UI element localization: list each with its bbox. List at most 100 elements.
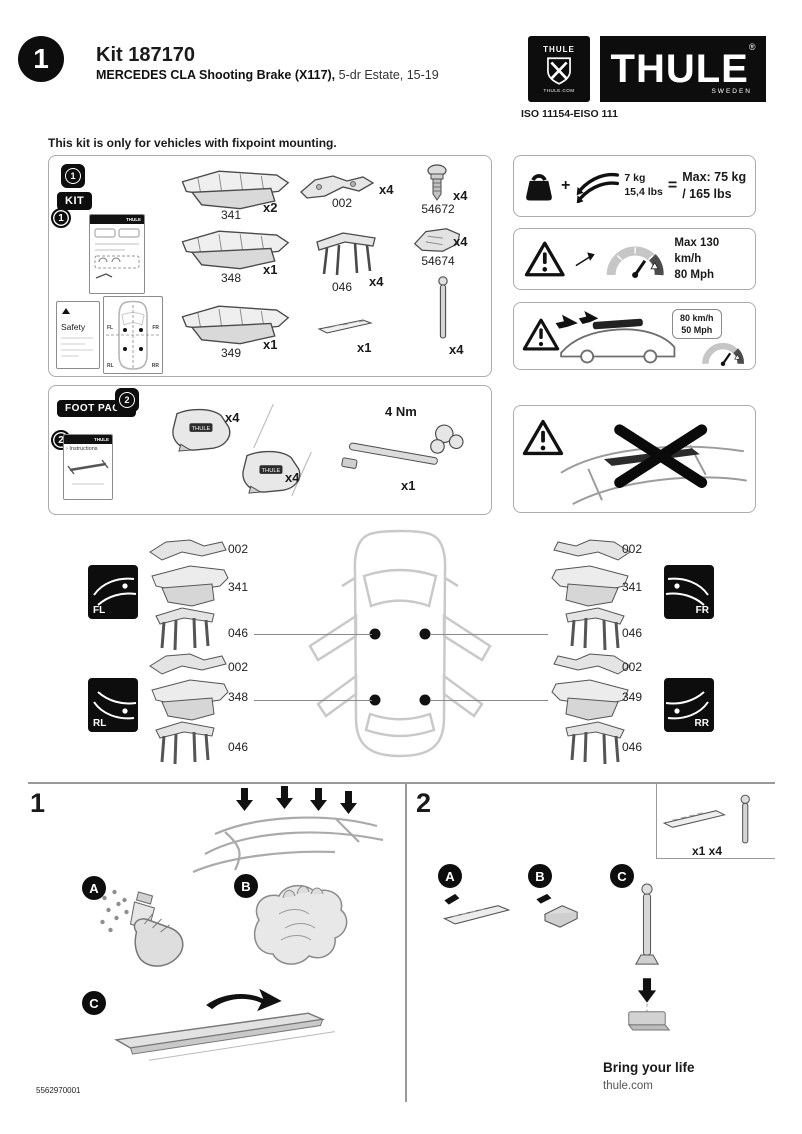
brand-tagline: Bring your life <box>603 1060 695 1075</box>
part-54674-qty: x4 <box>453 234 468 249</box>
registered-mark: ® <box>748 42 756 52</box>
step1-cloth-wipe-illustration <box>253 884 348 965</box>
instructions-card-brand: THULE <box>64 435 112 444</box>
thule-warranty-badge: THULE THULE.COM <box>528 36 590 102</box>
footpack-foot-b-illustration: THULE <box>242 450 301 494</box>
fl-part-bottom: 046 <box>228 626 249 640</box>
offroad-speed-warning-box: 80 km/h 50 Mph <box>513 302 756 370</box>
step-1-number: 1 <box>30 788 46 818</box>
step2-clip-illustration <box>536 893 579 928</box>
kit-manual-card-content <box>94 228 140 279</box>
load-bars-icon <box>577 172 620 203</box>
step1-label-a: A <box>82 876 106 900</box>
equals-sign: = <box>667 177 678 194</box>
part-349-label: 349 <box>220 346 242 360</box>
thule-logo-country: SWEDEN <box>711 88 752 95</box>
instructions-card: THULE › Instructions <box>63 434 113 500</box>
divider-sub-vertical <box>656 782 657 858</box>
max-speed-line1: Max 130 km/h <box>674 236 720 265</box>
instructions-card-drawing <box>67 459 109 485</box>
car-corner-icon <box>93 691 137 720</box>
brand-website: thule.com <box>603 1080 653 1092</box>
thule-logo-text: THULE <box>610 47 749 91</box>
foot-pack-box: FOOT PACK 2 2 THULE › Instructions THULE… <box>48 385 492 515</box>
fixpoint-notice: This kit is only for vehicles with fixpo… <box>48 136 337 150</box>
warranty-shield-icon <box>547 57 571 85</box>
divider-diagonal <box>253 403 274 449</box>
mini-label-fl: FL <box>107 325 114 331</box>
kit-title: Kit 187170 <box>96 44 195 66</box>
part-54672-label: 54672 <box>421 202 455 216</box>
car-corner-icon <box>665 691 709 720</box>
safety-card: Safety <box>56 301 100 369</box>
rr-part-top: 002 <box>622 660 643 674</box>
stack-rl-illustration <box>149 653 229 765</box>
part-341-illustration <box>181 170 290 210</box>
offroad-speed-tag: 80 km/h 50 Mph <box>672 309 722 340</box>
torque-key-illustration <box>341 424 464 469</box>
step2-label-c: C <box>610 864 634 888</box>
car-corner-icon <box>93 577 137 606</box>
mini-label-fr: FR <box>152 325 159 331</box>
mini-label-rr: RR <box>151 363 159 369</box>
no-loose-mounting-warning-box <box>513 405 756 513</box>
stack-fl-illustration <box>149 539 229 651</box>
part-348-illustration <box>181 230 290 270</box>
iso-standard-text: ISO 11154-EISO 111 <box>521 108 618 120</box>
step2-rod-insert-illustration <box>627 883 671 1031</box>
rr-part-mid: 349 <box>622 690 643 704</box>
car-with-load-icon <box>555 311 676 364</box>
max-load-line2: / 165 lbs <box>682 187 732 201</box>
part-002-qty: x4 <box>379 182 394 197</box>
kit-tab-label: KIT <box>57 192 93 210</box>
step1-label-c: C <box>82 991 106 1015</box>
fl-part-mid: 341 <box>228 580 249 594</box>
divider-sub-horizontal <box>656 858 775 859</box>
fit-positions-card: FL FR RL RR <box>103 296 163 374</box>
warning-triangle-icon <box>522 318 560 351</box>
safety-card-mark <box>62 308 70 314</box>
max-speed-line2: 80 Mph <box>674 269 715 282</box>
step-2-number: 2 <box>416 788 432 818</box>
part-54672-illustration <box>427 164 447 201</box>
part-002-label: 002 <box>331 196 353 210</box>
kit-subtitle-model: MERCEDES CLA Shooting Brake (X117), <box>96 68 336 82</box>
warranty-badge-brand: THULE <box>543 45 575 54</box>
step2-parts-illustration <box>662 794 750 844</box>
warning-triangle-icon <box>522 419 564 456</box>
kit-doc-number-badge: 1 <box>51 208 71 228</box>
part-348-qty: x1 <box>263 262 278 277</box>
fr-part-mid: 341 <box>622 580 643 594</box>
loose-bar-crossed-icon <box>560 424 747 505</box>
instructions-card-label: › Instructions <box>66 446 98 452</box>
footpack-foot-b-qty: x4 <box>285 470 300 485</box>
safety-card-lines <box>61 337 93 357</box>
part-046-label: 046 <box>331 280 353 294</box>
footpack-foot-a-illustration: THULE <box>172 408 231 452</box>
rl-part-top: 002 <box>228 660 249 674</box>
connector-front-left <box>254 634 372 635</box>
fl-part-top: 002 <box>228 542 249 556</box>
footpack-foot-a-qty: x4 <box>225 410 240 425</box>
rl-part-bottom: 046 <box>228 740 249 754</box>
rr-part-bottom: 046 <box>622 740 643 754</box>
mini-label-rl: RL <box>107 363 114 369</box>
offroad-speed-line2: 50 Mph <box>681 325 713 336</box>
corner-badge-fr: FR <box>664 565 714 619</box>
part-002-illustration <box>300 175 375 199</box>
connector-rear-right <box>430 700 548 701</box>
rl-part-mid: 348 <box>228 690 249 704</box>
divider-vertical <box>405 782 407 1102</box>
corner-badge-rr: RR <box>664 678 714 732</box>
corner-badge-rl: RL <box>88 678 138 732</box>
part-348-label: 348 <box>220 271 242 285</box>
thule-logo: THULE ® SWEDEN <box>600 36 766 102</box>
speedometer-icon <box>702 342 744 366</box>
foot-pack-tab-badge: 2 <box>115 388 139 412</box>
torque-key-qty: x1 <box>401 478 416 493</box>
part-349-illustration <box>181 305 290 345</box>
step2-label-a: A <box>438 864 462 888</box>
weight-icon <box>526 174 552 201</box>
offroad-speed-line1: 80 km/h <box>680 313 714 323</box>
